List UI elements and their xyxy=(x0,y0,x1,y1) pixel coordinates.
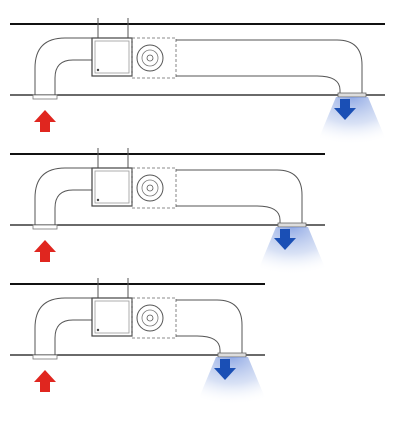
duct-inner-wall xyxy=(176,205,281,223)
blower-fan-hub xyxy=(146,184,154,192)
duct-inner-wall xyxy=(176,75,341,93)
blower-casing xyxy=(131,37,177,79)
inlet-elbow-inner xyxy=(54,319,92,355)
intake-grille xyxy=(32,94,58,100)
outlet-airflow-glow xyxy=(316,97,388,145)
outlet-arrow-icon xyxy=(274,229,296,250)
blower-fan-ring xyxy=(141,49,159,67)
inlet-elbow-outer xyxy=(34,297,92,355)
fan-housing-panel xyxy=(94,300,130,334)
intake-arrow-icon xyxy=(34,240,56,262)
fan-housing-panel xyxy=(94,40,130,74)
blower-fan-icon xyxy=(136,174,164,202)
outlet-airflow-glow xyxy=(196,357,268,405)
blower-fan-icon xyxy=(136,44,164,72)
inlet-elbow-outer xyxy=(34,167,92,225)
housing-screw xyxy=(96,68,100,72)
housing-screw xyxy=(96,198,100,202)
inlet-elbow-inner xyxy=(54,59,92,95)
blower-fan-hub xyxy=(146,54,154,62)
duct-unit-medium-duct xyxy=(10,148,328,275)
intake-arrow-icon xyxy=(34,370,56,392)
intake-grille xyxy=(32,354,58,360)
inlet-elbow-outer xyxy=(34,37,92,95)
outlet-airflow-glow xyxy=(256,227,328,275)
duct-outer-wall xyxy=(176,169,303,223)
duct-outer-wall xyxy=(176,39,363,93)
blower-fan-hub xyxy=(146,314,154,322)
duct-outer-wall xyxy=(176,299,243,353)
blower-fan-ring xyxy=(141,309,159,327)
fan-housing-panel xyxy=(94,170,130,204)
outlet-grille xyxy=(337,92,367,98)
duct-unit-long-duct xyxy=(10,18,388,145)
outlet-grille xyxy=(277,222,307,228)
outlet-grille xyxy=(217,352,247,358)
intake-grille xyxy=(32,224,58,230)
intake-arrow-icon xyxy=(34,110,56,132)
blower-fan-ring xyxy=(141,179,159,197)
blower-casing xyxy=(131,297,177,339)
blower-fan-icon xyxy=(136,304,164,332)
duct-unit-short-duct xyxy=(10,278,268,405)
outlet-arrow-icon xyxy=(334,99,356,120)
duct-inner-wall xyxy=(176,335,221,353)
outlet-arrow-icon xyxy=(214,359,236,380)
housing-screw xyxy=(96,328,100,332)
blower-casing xyxy=(131,167,177,209)
inlet-elbow-inner xyxy=(54,189,92,225)
